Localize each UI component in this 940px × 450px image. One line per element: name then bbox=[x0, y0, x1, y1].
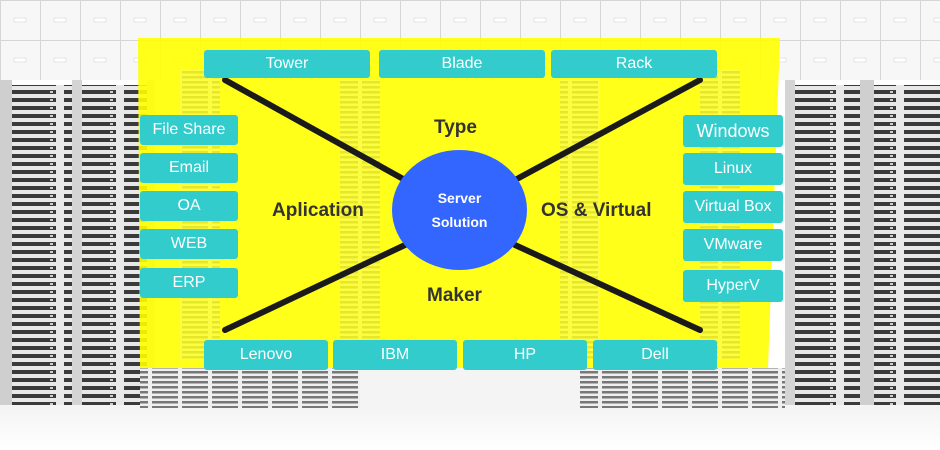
heading-application: Aplication bbox=[272, 200, 364, 221]
os-virtualbox-tile: Virtual Box bbox=[683, 191, 783, 223]
os-linux-tile: Linux bbox=[683, 153, 783, 185]
x-lines bbox=[222, 77, 703, 333]
rack-frame bbox=[860, 80, 874, 405]
os-hyperv-tile: HyperV bbox=[683, 270, 783, 302]
center-label-line1: Server bbox=[437, 190, 482, 206]
rack-frame bbox=[785, 80, 795, 405]
heading-os-virtual: OS & Virtual bbox=[541, 200, 652, 221]
type-blade-tile: Blade bbox=[379, 50, 545, 78]
rack-frame bbox=[72, 80, 82, 405]
rack-right-2 bbox=[874, 85, 940, 405]
heading-maker: Maker bbox=[427, 285, 482, 306]
rack-left-1 bbox=[12, 85, 72, 405]
floor bbox=[0, 400, 940, 450]
line-top-right bbox=[512, 77, 703, 183]
app-file-share-tile: File Share bbox=[140, 115, 238, 145]
type-rack-tile: Rack bbox=[551, 50, 717, 78]
os-vmware-tile: VMware bbox=[683, 229, 783, 261]
aisle-floor bbox=[360, 368, 580, 408]
maker-lenovo-tile: Lenovo bbox=[204, 340, 328, 370]
maker-ibm-tile: IBM bbox=[333, 340, 457, 370]
center-label-line2: Solution bbox=[431, 214, 488, 230]
line-bottom-right bbox=[512, 242, 703, 333]
type-tower-tile: Tower bbox=[204, 50, 370, 78]
line-bottom-left bbox=[222, 242, 408, 333]
server-solution-circle: Server Solution bbox=[392, 150, 527, 270]
os-windows-tile: Windows bbox=[683, 115, 783, 147]
rack-frame bbox=[0, 80, 12, 405]
maker-dell-tile: Dell bbox=[593, 340, 717, 370]
app-oa-tile: OA bbox=[140, 191, 238, 221]
rack-left-2 bbox=[82, 85, 147, 405]
app-erp-tile: ERP bbox=[140, 268, 238, 298]
line-top-left bbox=[222, 77, 408, 183]
rack-right-1 bbox=[795, 85, 860, 405]
heading-type: Type bbox=[434, 117, 477, 138]
app-web-tile: WEB bbox=[140, 229, 238, 259]
app-email-tile: Email bbox=[140, 153, 238, 183]
maker-hp-tile: HP bbox=[463, 340, 587, 370]
